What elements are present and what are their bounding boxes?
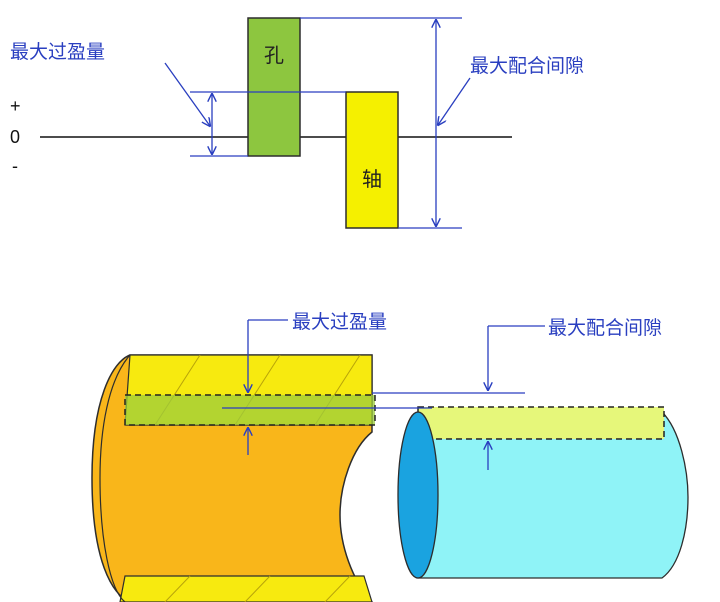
shaft-cylinder-body <box>417 411 689 579</box>
bottom-max-interference-label: 最大过盈量 <box>292 311 387 333</box>
clearance-leader <box>438 77 471 125</box>
clearance-zone <box>417 406 665 440</box>
top-max-clearance-label: 最大配合间隙 <box>470 55 584 77</box>
interference-leader <box>164 62 210 126</box>
minus-sign: - <box>12 156 18 176</box>
shaft-end-face <box>397 411 439 579</box>
sleeve-front-edge <box>99 354 131 602</box>
tolerance-zone-diagram: + 0 - 孔 轴 最大过盈量 最大配合间隙 <box>10 17 584 229</box>
top-max-interference-label: 最大过盈量 <box>10 41 105 63</box>
bottom-max-clearance-label: 最大配合间隙 <box>548 317 662 339</box>
sleeve-bottom-band <box>119 575 373 602</box>
interference-zone <box>124 394 376 426</box>
zero-label: 0 <box>10 127 20 147</box>
fit-3d-illustration: 最大过盈量 最大配合间隙 <box>91 311 689 602</box>
plus-sign: + <box>10 96 21 116</box>
shaft-zone <box>345 91 399 229</box>
hole-label: 孔 <box>264 43 284 67</box>
shaft-label: 轴 <box>362 167 382 191</box>
hole-zone <box>247 17 301 157</box>
